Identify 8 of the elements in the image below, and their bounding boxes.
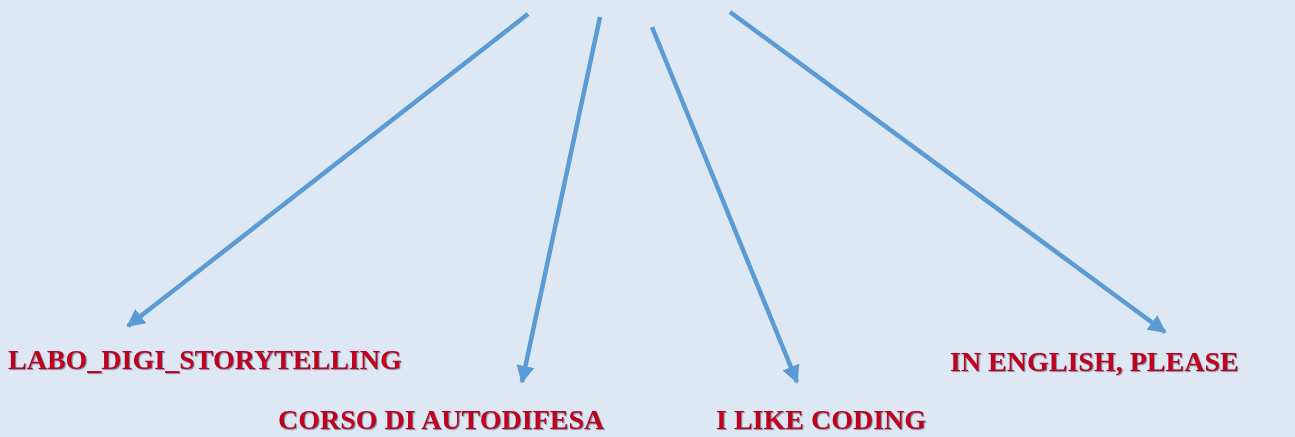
option-label: IN ENGLISH, PLEASE bbox=[950, 346, 1240, 378]
arrow bbox=[516, 16, 603, 384]
option-label: CORSO DI AUTODIFESA bbox=[278, 404, 606, 436]
arrow bbox=[126, 12, 530, 328]
option-label: I LIKE CODING bbox=[716, 404, 928, 436]
arrow bbox=[649, 26, 800, 384]
option-label: LABO_DIGI_STORYTELLING bbox=[8, 344, 403, 376]
arrow bbox=[728, 10, 1167, 334]
